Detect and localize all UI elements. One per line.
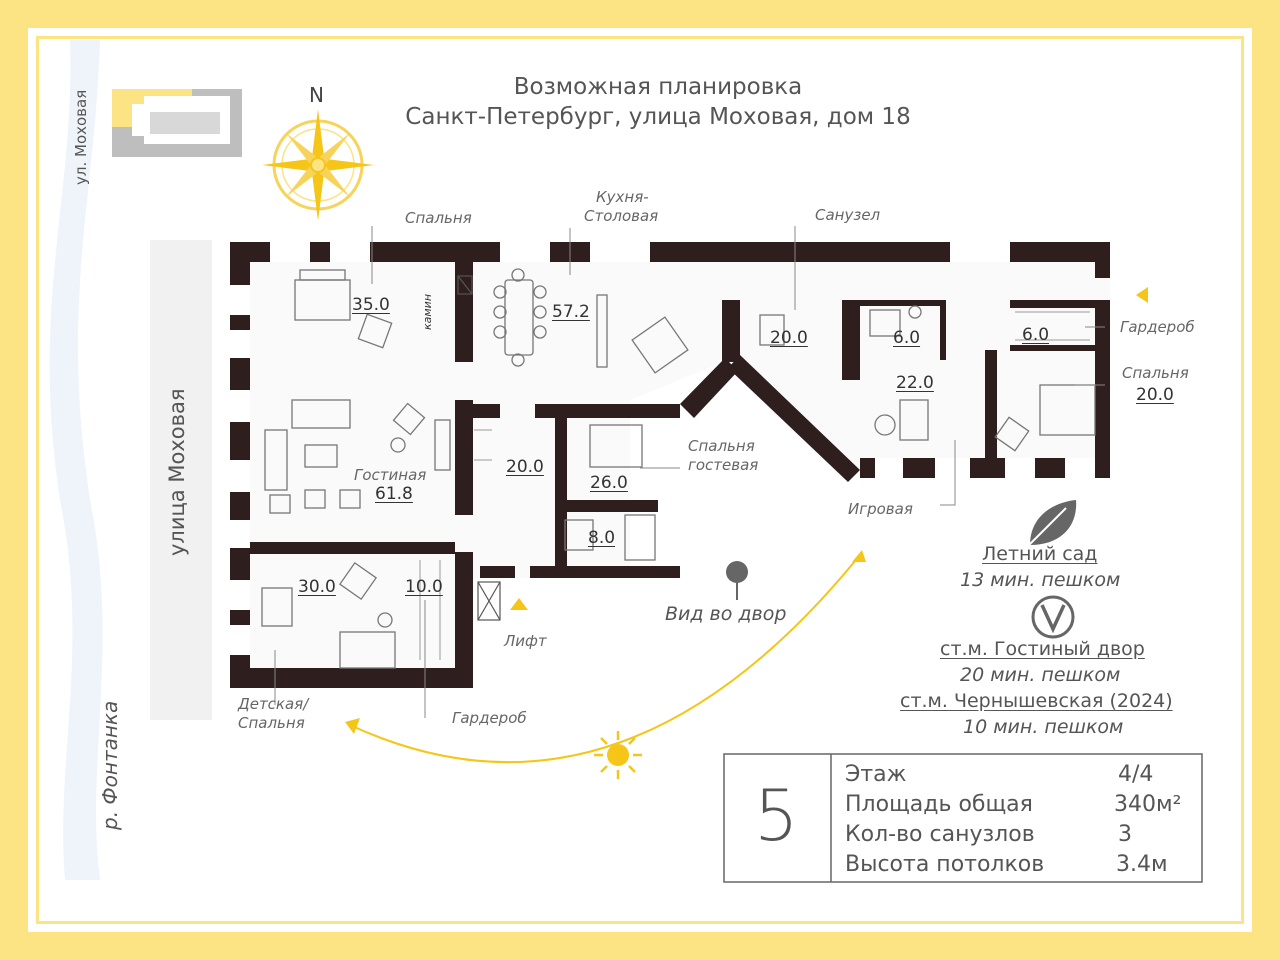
room-area-bathroom: 20.0 bbox=[770, 328, 808, 348]
nearby-metro2-time: 10 мин. пешком bbox=[963, 716, 1124, 738]
entrance-marker-right bbox=[1136, 287, 1148, 303]
sun-arc-arrow-left bbox=[345, 718, 360, 734]
room-area-guest: 26.0 bbox=[590, 473, 628, 493]
location-minimap-icon bbox=[112, 89, 242, 157]
sun-icon bbox=[594, 731, 642, 779]
room-label-guest-2: гостевая bbox=[688, 456, 759, 474]
room-label-guest-1: Спальня bbox=[688, 437, 755, 455]
room-label-fireplace: камин bbox=[421, 293, 434, 330]
compass-rose-icon bbox=[262, 109, 374, 221]
plan-address: Санкт-Петербург, улица Моховая, дом 18 bbox=[405, 104, 911, 130]
room-label-kids-1: Детская/ bbox=[238, 695, 309, 713]
spec-value-floor: 4/4 bbox=[1118, 762, 1154, 787]
windows bbox=[230, 242, 1095, 655]
nearby-metro1-time: 20 мин. пешком bbox=[960, 664, 1121, 686]
nearby-metro1: ст.м. Гостиный двор bbox=[940, 638, 1145, 660]
leaf-icon bbox=[1025, 500, 1077, 549]
room-label-kitchen-2: Столовая bbox=[584, 207, 659, 225]
room-area-living: 61.8 bbox=[375, 484, 413, 504]
lift-icon bbox=[457, 275, 501, 621]
room-area-hall: 20.0 bbox=[506, 457, 544, 477]
spec-table-frame bbox=[723, 753, 1203, 883]
floor-slab bbox=[230, 242, 1110, 688]
compass-north-label: N bbox=[309, 83, 324, 107]
nearby-garden-time: 13 мин. пешком bbox=[960, 569, 1121, 591]
spec-label-bathrooms: Кол-во санузлов bbox=[845, 822, 1035, 847]
room-label-playroom: Игровая bbox=[848, 500, 913, 518]
room-area-wardrobe-right: 6.0 bbox=[1022, 325, 1050, 345]
room-area-playroom: 22.0 bbox=[896, 373, 934, 393]
spec-value-area: 340м² bbox=[1114, 792, 1182, 817]
spec-label-area: Площадь общая bbox=[845, 792, 1033, 817]
room-area-bath3: 8.0 bbox=[588, 528, 616, 548]
nearby-metro2: ст.м. Чернышевская (2024) bbox=[900, 690, 1173, 712]
room-label-kitchen-1: Кухня- bbox=[596, 188, 649, 206]
room-label-bathroom: Санузел bbox=[815, 206, 881, 224]
apartment-number: 5 bbox=[754, 775, 799, 857]
room-area-kitchen: 57.2 bbox=[552, 302, 590, 322]
room-area-kids: 30.0 bbox=[298, 577, 336, 597]
wardrobe-hatching bbox=[419, 311, 1090, 660]
sun-arc-arrow-right bbox=[852, 550, 866, 562]
room-area-bath2: 6.0 bbox=[893, 328, 921, 348]
street-strip bbox=[150, 240, 212, 720]
spec-value-ceiling: 3.4м bbox=[1116, 852, 1168, 877]
furniture bbox=[261, 268, 1096, 669]
entrance-marker-bottom bbox=[510, 598, 528, 610]
street-label-large: улица Моховая bbox=[165, 388, 189, 556]
nearby-garden: Летний сад bbox=[982, 543, 1098, 565]
room-label-wardrobe-left: Гардероб bbox=[452, 709, 527, 727]
room-area-bedroom-right: 20.0 bbox=[1136, 385, 1174, 405]
room-label-living: Гостиная bbox=[354, 466, 427, 484]
spec-value-bathrooms: 3 bbox=[1118, 822, 1132, 847]
river-strip bbox=[49, 40, 103, 880]
street-label-small: ул. Моховая bbox=[72, 89, 90, 185]
room-area-wardrobe-left: 10.0 bbox=[405, 577, 443, 597]
room-label-bedroom1: Спальня bbox=[405, 209, 472, 227]
metro-icon bbox=[1031, 595, 1075, 639]
room-label-wardrobe-right: Гардероб bbox=[1120, 318, 1195, 336]
inner-frame-border bbox=[36, 36, 1244, 924]
river-label: р. Фонтанка bbox=[98, 700, 122, 830]
room-label-bedroom-right: Спальня bbox=[1122, 364, 1189, 382]
plan-title: Возможная планировка bbox=[513, 74, 803, 100]
map-pin-icon bbox=[726, 561, 748, 600]
leader-lines bbox=[274, 226, 1105, 718]
spec-label-floor: Этаж bbox=[845, 762, 907, 787]
room-area-bedroom1: 35.0 bbox=[352, 295, 390, 315]
room-label-lift: Лифт bbox=[504, 632, 547, 650]
room-label-kids-2: Спальня bbox=[238, 714, 305, 732]
sun-path-arc bbox=[349, 554, 861, 764]
spec-label-ceiling: Высота потолков bbox=[845, 852, 1045, 877]
courtyard-view-label: Вид во двор bbox=[665, 603, 787, 625]
